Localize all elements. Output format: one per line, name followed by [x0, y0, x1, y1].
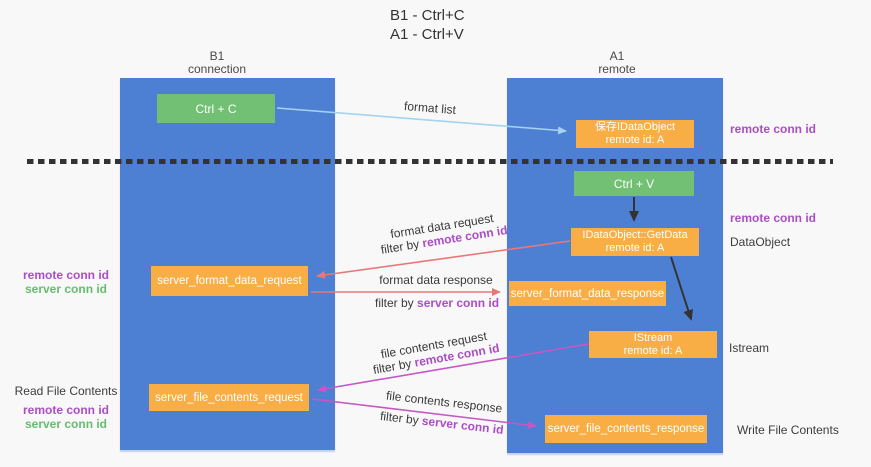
label-remote-conn-id-right-mid: remote conn id — [730, 211, 817, 225]
diagram-title: B1 - Ctrl+C A1 - Ctrl+V — [390, 6, 465, 44]
label-server-conn-id-left-1: server conn id — [24, 282, 108, 296]
node-save-idataobject-line2: remote id: A — [605, 134, 665, 146]
node-server-format-data-request: server_format_data_request — [151, 266, 308, 296]
format-data-response-filter: filter by server conn id — [375, 296, 500, 310]
label-format-data-request: format data request filter by remote con… — [377, 209, 510, 257]
node-getdata-line1: IDataObject::GetData — [582, 229, 688, 241]
left-conn-id-block-2: remote conn id server conn id — [14, 403, 118, 431]
column-b1-role: connection — [187, 62, 247, 76]
label-remote-conn-id-left-1: remote conn id — [22, 268, 109, 282]
column-header-a1: A1 remote — [557, 50, 677, 76]
node-server-format-data-response: server_format_data_response — [509, 281, 666, 306]
node-ctrl-v: Ctrl + V — [574, 171, 694, 196]
node-istream: IStream remote id: A — [589, 331, 717, 358]
label-server-conn-id-left-2: server conn id — [24, 417, 108, 431]
title-line-2: A1 - Ctrl+V — [390, 26, 464, 43]
label-remote-conn-id-left-2: remote conn id — [22, 403, 109, 417]
label-dataobject: DataObject — [730, 235, 791, 249]
node-getdata-line2: remote id: A — [605, 242, 665, 254]
label-write-file-contents: Write File Contents — [737, 423, 839, 437]
node-istream-line2: remote id: A — [623, 344, 683, 357]
clipboard-divider-dashed-line — [27, 159, 833, 164]
node-save-idataobject-line1: 保存IDataObject — [594, 121, 676, 133]
filter-server-conn-id-2: server conn id — [421, 413, 505, 437]
label-remote-conn-id-right-top: remote conn id — [730, 122, 817, 136]
column-a1-name: A1 — [609, 49, 625, 63]
node-ctrl-c: Ctrl + C — [157, 94, 275, 123]
label-format-list: format list — [403, 98, 457, 118]
column-header-b1: B1 connection — [157, 50, 277, 76]
label-file-contents-response: file contents response filter by server … — [375, 388, 510, 438]
format-data-response-text: format data response — [379, 273, 493, 287]
node-istream-line1: IStream — [633, 331, 673, 344]
filter-server-conn-id: server conn id — [417, 296, 500, 310]
node-server-file-contents-response: server_file_contents_response — [545, 415, 707, 443]
node-server-file-contents-request: server_file_contents_request — [149, 384, 309, 411]
label-format-data-response: format data response filter by server co… — [375, 273, 500, 310]
label-file-contents-request: file contents request filter by remote c… — [369, 327, 502, 377]
column-b1-name: B1 — [209, 49, 225, 63]
node-idataobject-getdata: IDataObject::GetData remote id: A — [571, 228, 699, 256]
label-read-file-contents: Read File Contents — [14, 384, 118, 398]
title-line-1: B1 - Ctrl+C — [390, 7, 465, 24]
column-a1-role: remote — [598, 62, 636, 76]
label-istream: Istream — [729, 341, 770, 355]
left-conn-id-block-1: remote conn id server conn id — [14, 268, 118, 296]
node-save-idataobject: 保存IDataObject remote id: A — [576, 120, 694, 148]
